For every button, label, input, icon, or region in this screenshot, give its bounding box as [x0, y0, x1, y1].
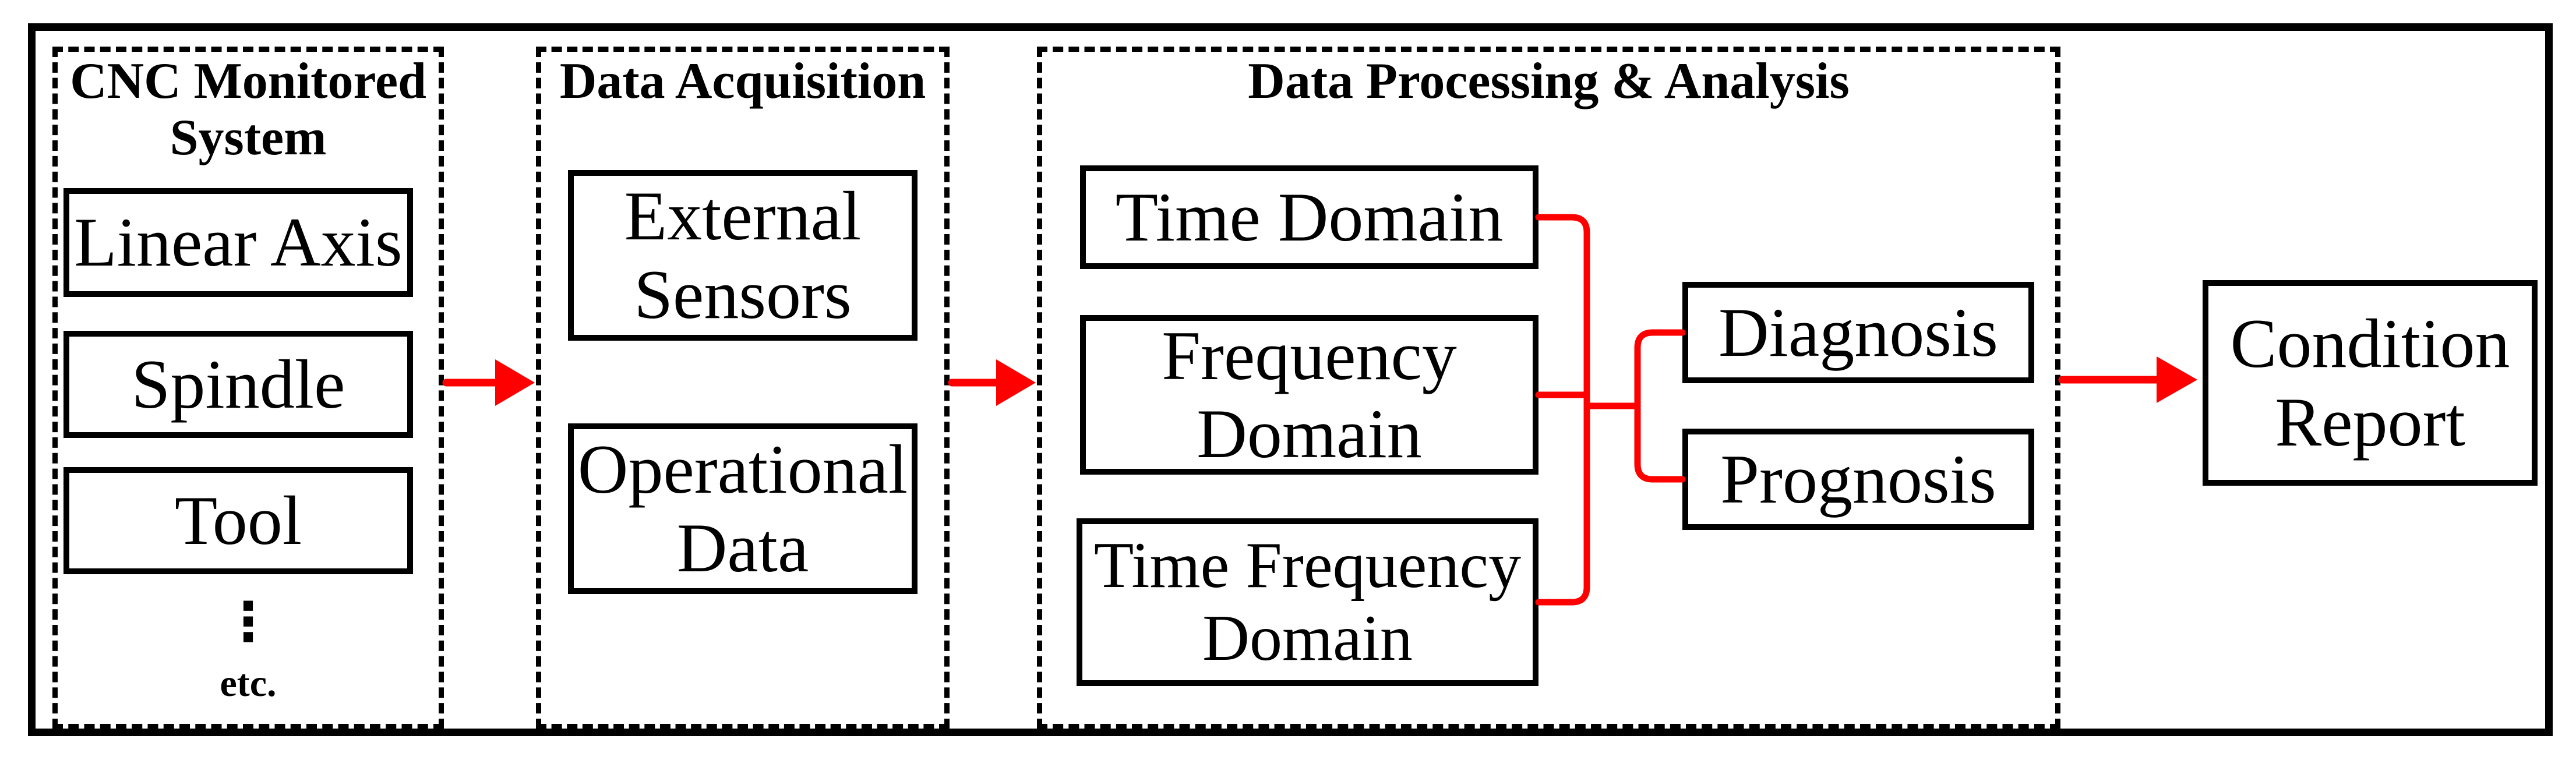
time-domain-box: Time Domain: [1080, 165, 1538, 269]
external-sensors-box: External Sensors: [568, 170, 918, 341]
frequency-domain-box: Frequency Domain: [1080, 315, 1538, 475]
operational-data-box: Operational Data: [568, 423, 918, 594]
tool-label: Tool: [174, 481, 302, 559]
condition-report-label: Condition Report: [2230, 305, 2510, 461]
prognosis-label: Prognosis: [1720, 440, 1996, 518]
prognosis-box: Prognosis: [1682, 429, 2034, 530]
spindle-label: Spindle: [131, 345, 345, 423]
diagram-outer-frame: [28, 23, 2553, 736]
diagnosis-box: Diagnosis: [1682, 282, 2034, 383]
vertical-ellipsis-icon: ⋮: [221, 591, 275, 653]
data-acquisition-title: Data Acquisition: [559, 53, 926, 109]
time-frequency-domain-box: Time Frequency Domain: [1077, 518, 1538, 686]
section-data-processing-analysis: [1037, 47, 2060, 729]
external-sensors-label: External Sensors: [624, 177, 862, 333]
spindle-box: Spindle: [63, 331, 413, 438]
linear-axis-label: Linear Axis: [74, 203, 403, 281]
time-domain-label: Time Domain: [1115, 178, 1504, 256]
data-processing-analysis-title: Data Processing & Analysis: [1248, 53, 1850, 109]
operational-data-label: Operational Data: [577, 430, 908, 586]
etc-label: etc.: [220, 662, 277, 705]
linear-axis-box: Linear Axis: [63, 188, 413, 297]
cnc-monitored-system-title: CNC Monitored System: [70, 53, 426, 166]
diagnosis-label: Diagnosis: [1718, 293, 1998, 371]
section-data-acquisition: [536, 47, 950, 729]
frequency-domain-label: Frequency Domain: [1162, 316, 1457, 472]
condition-report-box: Condition Report: [2203, 280, 2538, 486]
section-cnc-monitored-system: [52, 47, 444, 729]
time-frequency-domain-label: Time Frequency Domain: [1093, 529, 1522, 674]
tool-box: Tool: [63, 467, 413, 574]
